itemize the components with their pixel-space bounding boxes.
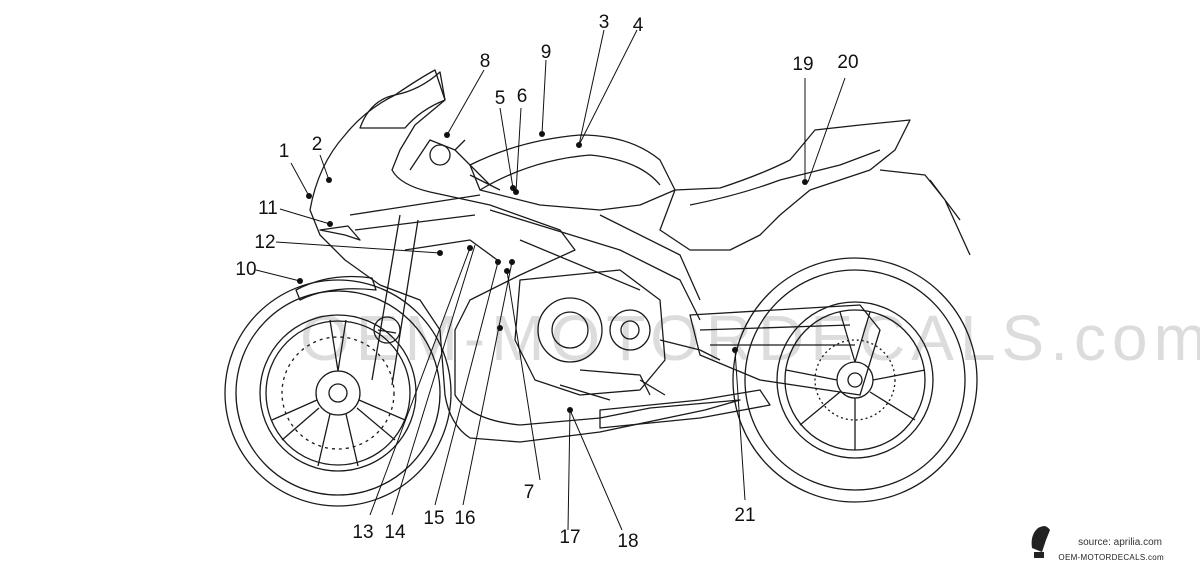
label-6: 6 [517,86,528,107]
front-fork [371,214,419,386]
label-12: 12 [254,232,275,253]
label-5: 5 [495,88,506,109]
source-watermark: source: aprilia.com OEM-MOTORDECALS.com [1031,526,1164,562]
label-19: 19 [792,54,813,75]
callout-labels: 1 2 3 4 5 6 7 8 9 10 11 12 13 14 15 16 1… [235,12,858,552]
label-14: 14 [384,522,406,543]
swingarm [689,304,881,396]
source-text: source: aprilia.com [1078,537,1162,548]
label-16: 16 [454,508,475,529]
frame [489,209,701,321]
fuel-tank [469,134,676,211]
seat-tail [659,119,911,251]
label-9: 9 [541,42,552,63]
label-15: 15 [423,508,444,529]
brand-text: OEM-MOTORDECALS.com [1058,553,1164,562]
label-13: 13 [352,522,373,543]
front-mudguard [295,275,377,301]
decal-dots [297,131,808,413]
label-11: 11 [258,198,278,219]
label-18: 18 [617,531,638,552]
motorcycle-drawing [224,69,978,507]
label-8: 8 [480,51,491,72]
motorcycle-rider-icon [1031,526,1050,558]
exhaust [599,389,771,429]
label-17: 17 [559,527,580,548]
label-21: 21 [734,505,755,526]
footpeg [639,339,721,396]
label-3: 3 [599,12,610,33]
label-20: 20 [837,52,858,73]
label-7: 7 [524,482,535,503]
label-1: 1 [279,141,290,162]
label-2: 2 [312,134,323,155]
rear-wheel [732,257,978,503]
label-10: 10 [235,259,256,280]
background-watermark: OEM-MOTORDECALS.com [300,302,1200,374]
handlebar [409,139,501,191]
engine [514,269,666,401]
front-fairing [309,69,741,443]
front-wheel [224,279,452,507]
label-4: 4 [633,15,644,36]
leader-lines [255,29,846,531]
windscreen [359,71,446,129]
